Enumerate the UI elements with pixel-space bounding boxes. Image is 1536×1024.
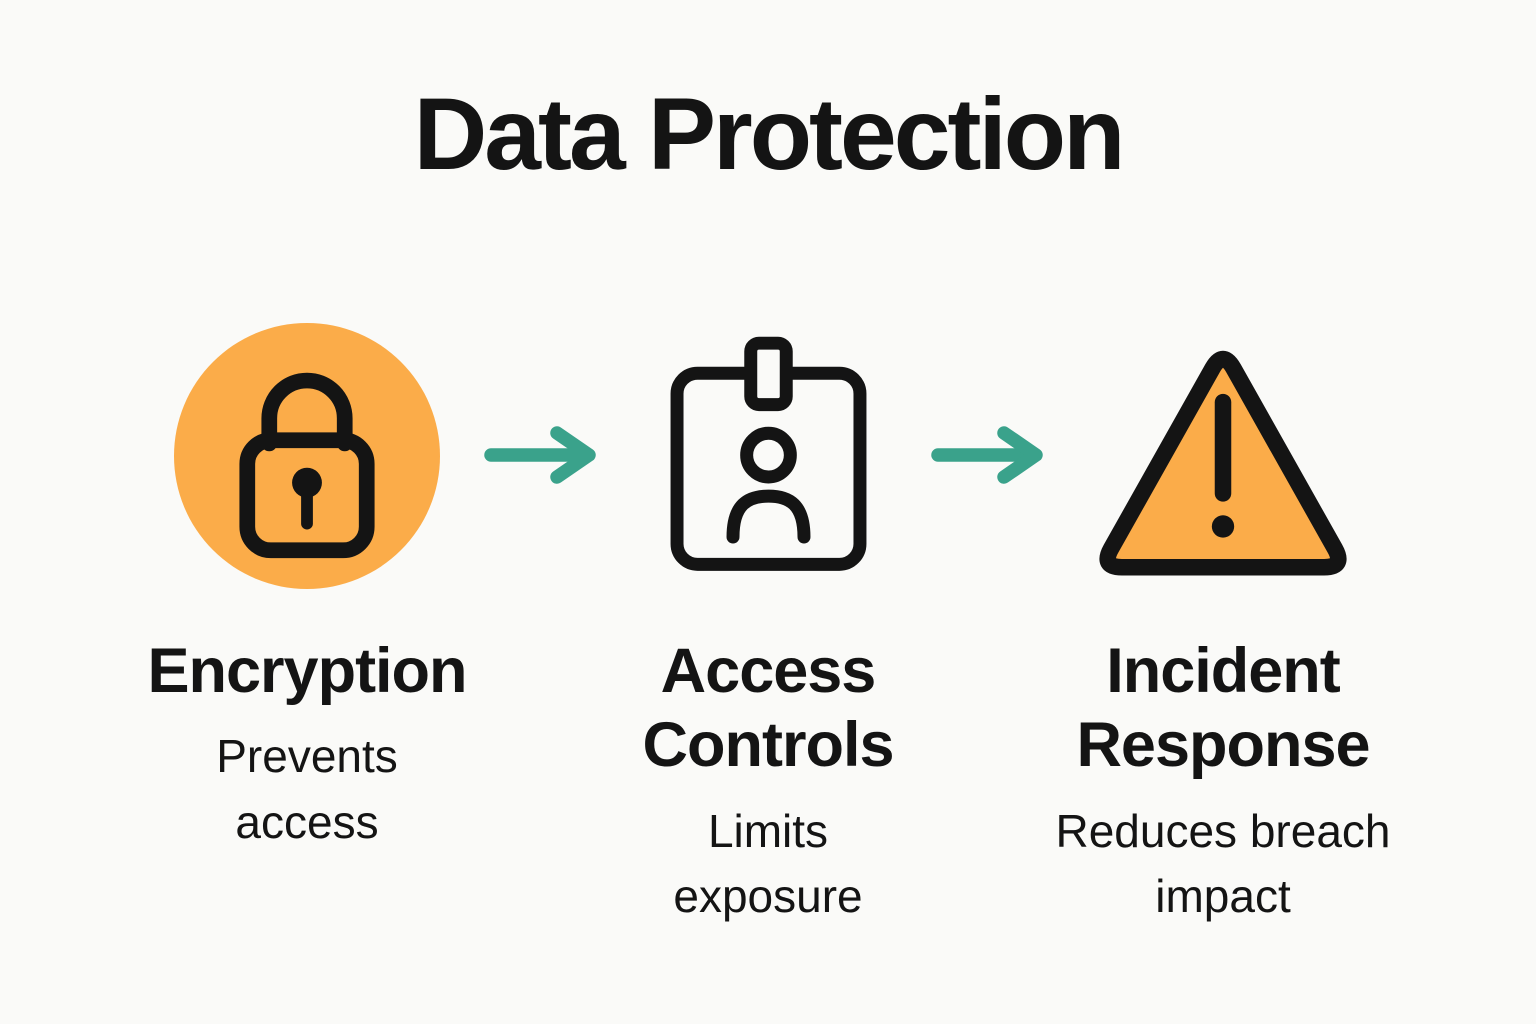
orange-circle xyxy=(174,323,440,589)
step-description: Reduces breach impact xyxy=(1055,804,1391,922)
step-incident-response: Incident Response Reduces breach impact xyxy=(993,312,1453,929)
access-controls-icon-box xyxy=(558,312,978,600)
page-title: Data Protection xyxy=(413,77,1126,191)
step-access-controls: Access Controls Limits exposure xyxy=(558,312,978,929)
step-encryption: Encryption Prevents access xyxy=(97,312,517,855)
id-badge-icon xyxy=(670,336,866,571)
lock-icon xyxy=(239,372,375,559)
incident-response-icon-box xyxy=(993,312,1453,600)
right-arrow-icon xyxy=(931,426,1043,484)
warning-triangle-icon xyxy=(1099,350,1347,575)
encryption-icon-box xyxy=(97,312,517,600)
right-arrow-icon xyxy=(484,426,596,484)
step-description: Prevents access xyxy=(216,730,398,848)
step-description: Limits exposure xyxy=(673,804,863,922)
step-label: Encryption xyxy=(147,636,467,706)
step-label: Access Controls xyxy=(642,636,895,781)
step-label: Incident Response xyxy=(1076,636,1370,781)
